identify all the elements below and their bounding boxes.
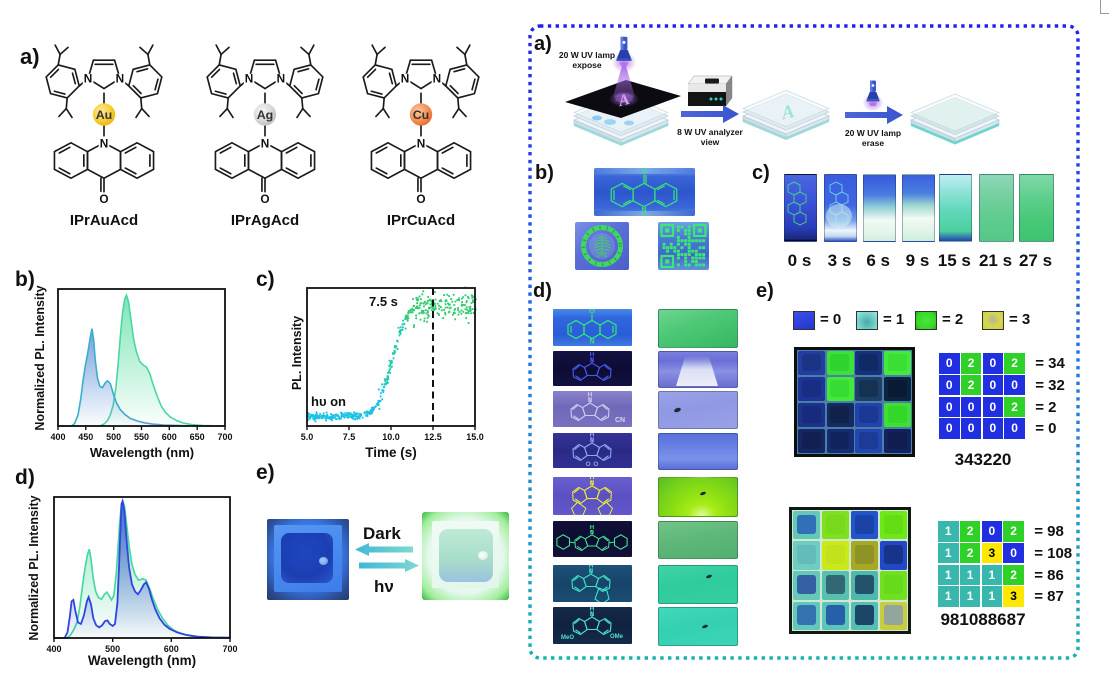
svg-text:MeO: MeO xyxy=(561,635,574,641)
svg-text:H: H xyxy=(589,565,594,570)
svg-text:400: 400 xyxy=(50,432,65,442)
svg-text:N: N xyxy=(261,137,270,151)
svg-text:H: H xyxy=(590,607,595,613)
svg-text:N: N xyxy=(84,72,93,86)
svg-text:N: N xyxy=(588,398,592,404)
svg-text:hυ on: hυ on xyxy=(311,394,346,409)
svg-text:700: 700 xyxy=(222,644,237,654)
svg-text:N: N xyxy=(590,358,594,364)
svg-text:O: O xyxy=(589,309,595,316)
svg-text:12.5: 12.5 xyxy=(424,432,442,442)
svg-text:Cu: Cu xyxy=(413,108,430,122)
svg-text:Normalized PL. Intensity: Normalized PL. Intensity xyxy=(33,285,47,430)
svg-text:20 W UV lamp: 20 W UV lamp xyxy=(559,50,615,60)
svg-text:7.5: 7.5 xyxy=(343,432,356,442)
svg-text:650: 650 xyxy=(190,432,205,442)
svg-text:O: O xyxy=(416,192,425,206)
svg-text:15.0: 15.0 xyxy=(466,432,484,442)
svg-text:view: view xyxy=(701,137,720,147)
svg-text:8 W UV analyzer: 8 W UV analyzer xyxy=(677,127,743,137)
svg-text:H: H xyxy=(588,392,593,399)
svg-text:N: N xyxy=(589,569,593,575)
svg-text:N: N xyxy=(245,72,254,86)
svg-text:H: H xyxy=(590,352,595,359)
svg-text:N: N xyxy=(590,438,594,444)
svg-text:N: N xyxy=(590,530,594,536)
svg-text:600: 600 xyxy=(164,644,179,654)
svg-text:N: N xyxy=(589,339,594,346)
svg-text:N: N xyxy=(417,137,426,151)
svg-text:H: H xyxy=(590,477,595,481)
svg-text:400: 400 xyxy=(46,644,61,654)
svg-text:H: H xyxy=(642,213,647,216)
svg-text:Wavelength (nm): Wavelength (nm) xyxy=(90,445,194,460)
svg-text:N: N xyxy=(433,72,442,86)
svg-text:N: N xyxy=(116,72,125,86)
svg-text:Normalized PL. Intensity: Normalized PL. Intensity xyxy=(27,495,41,640)
svg-text:expose: expose xyxy=(572,60,602,70)
svg-text:PL. Intensity: PL. Intensity xyxy=(290,316,304,390)
svg-text:20 W UV lamp: 20 W UV lamp xyxy=(845,128,901,138)
svg-text:CN: CN xyxy=(615,417,625,424)
svg-text:N: N xyxy=(590,480,594,487)
svg-text:H: H xyxy=(590,525,594,531)
svg-text:700: 700 xyxy=(217,432,232,442)
svg-text:10.0: 10.0 xyxy=(382,432,400,442)
svg-text:OMe: OMe xyxy=(610,634,624,640)
svg-text:N: N xyxy=(277,72,286,86)
svg-text:500: 500 xyxy=(106,432,121,442)
svg-text:7.5 s: 7.5 s xyxy=(369,294,398,309)
svg-text:O O: O O xyxy=(586,461,599,468)
svg-text:A: A xyxy=(779,101,797,124)
svg-text:erase: erase xyxy=(862,138,884,148)
svg-text:Time (s): Time (s) xyxy=(365,445,417,460)
svg-text:O: O xyxy=(99,192,108,206)
svg-text:5.0: 5.0 xyxy=(301,432,314,442)
svg-text:600: 600 xyxy=(162,432,177,442)
svg-text:N: N xyxy=(590,612,594,618)
svg-text:O: O xyxy=(260,192,269,206)
svg-text:H: H xyxy=(590,433,595,439)
svg-text:Ag: Ag xyxy=(257,108,274,122)
svg-text:550: 550 xyxy=(134,432,149,442)
svg-text:450: 450 xyxy=(78,432,93,442)
svg-text:N: N xyxy=(100,137,109,151)
svg-text:500: 500 xyxy=(105,644,120,654)
svg-text:O: O xyxy=(641,168,647,175)
svg-text:N: N xyxy=(401,72,410,86)
svg-text:N: N xyxy=(641,207,646,214)
svg-text:Wavelength (nm): Wavelength (nm) xyxy=(88,653,196,668)
svg-text:Au: Au xyxy=(96,108,112,122)
